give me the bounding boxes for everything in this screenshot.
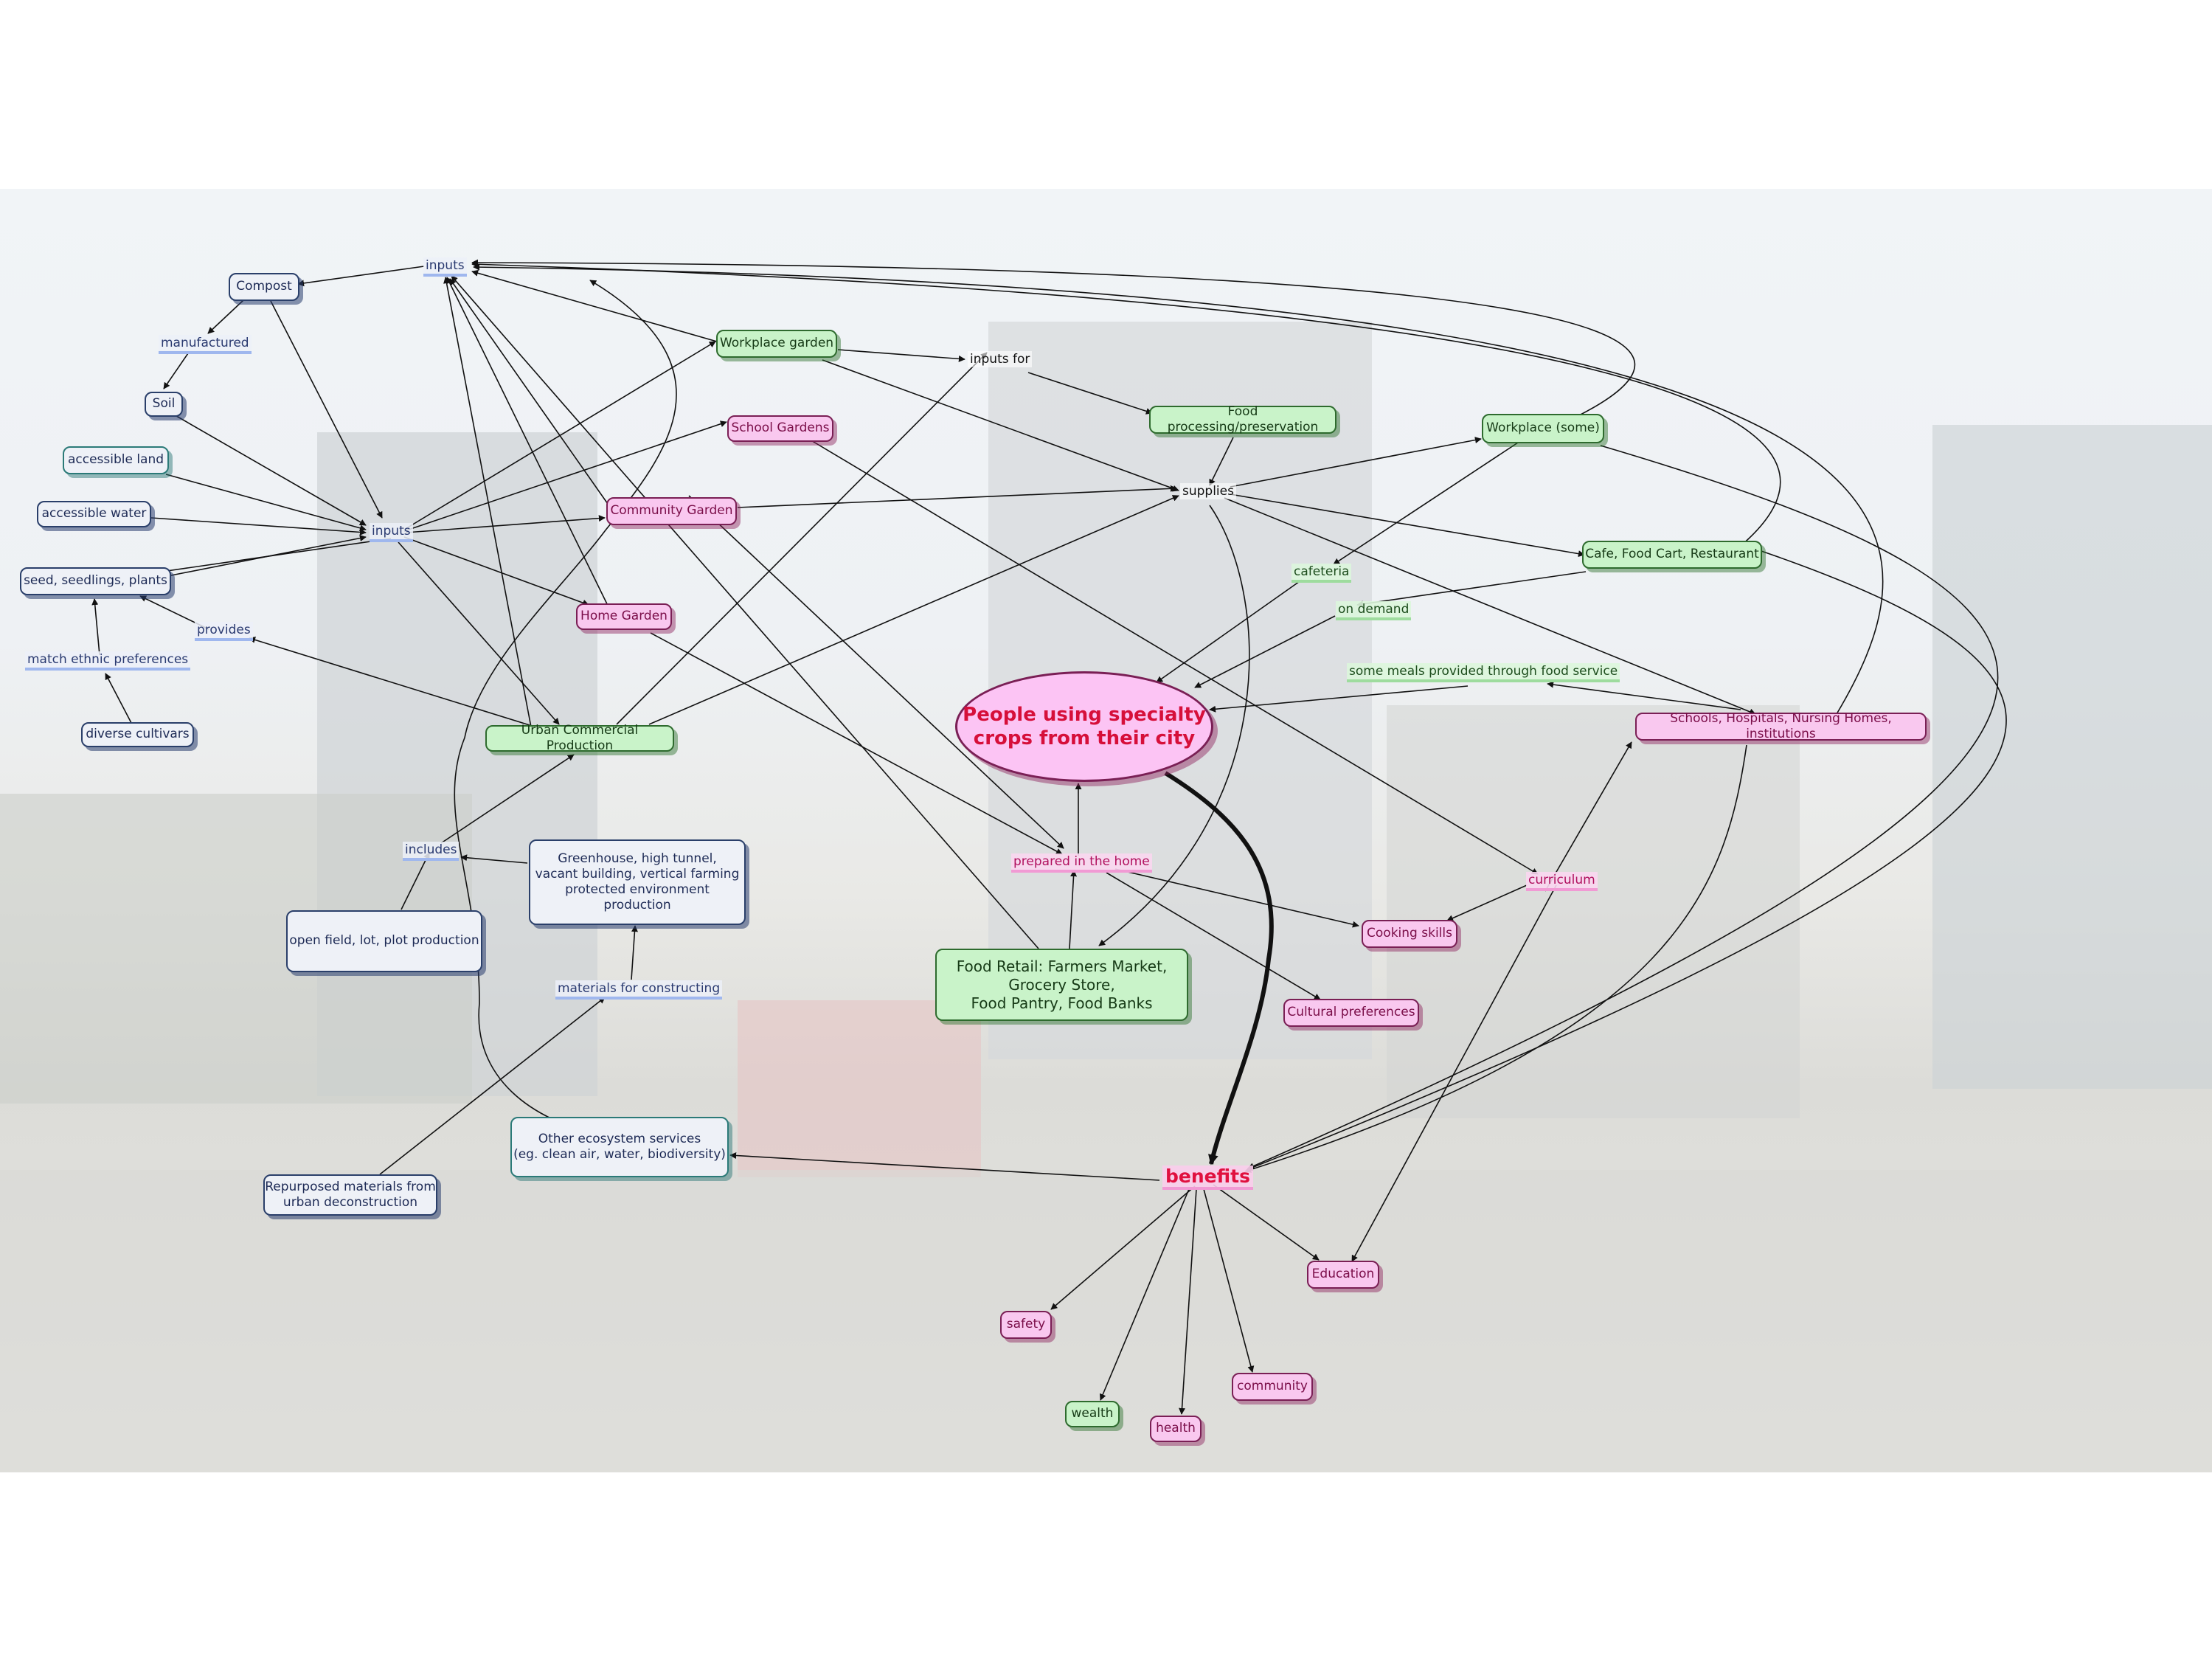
link-label-curriculum: curriculum [1526, 872, 1598, 891]
node-other-ecosystem-services: Other ecosystem services (eg. clean air,… [510, 1117, 729, 1177]
link-label-manufactured: manufactured [159, 335, 252, 354]
link-label-inputs: inputs [423, 257, 467, 277]
link-label-some-meals: some meals provided through food service [1347, 663, 1620, 682]
node-seed-seedlings-plants: seed, seedlings, plants [20, 567, 171, 595]
node-repurposed-materials: Repurposed materials from urban deconstr… [263, 1174, 437, 1216]
link-label-supplies: supplies [1180, 483, 1236, 499]
node-home-garden: Home Garden [576, 603, 672, 630]
node-open-field-production: open field, lot, plot production [286, 910, 482, 972]
node-education: Education [1307, 1261, 1379, 1289]
link-label-prepared-in-the-home: prepared in the home [1011, 853, 1152, 873]
node-greenhouse-protected-production: Greenhouse, high tunnel, vacant building… [529, 839, 746, 925]
link-label-cafeteria: cafeteria [1292, 564, 1352, 583]
node-schools-hospitals-institutions: Schools, Hospitals, Nursing Homes, insti… [1635, 711, 1927, 741]
node-school-gardens: School Gardens [727, 415, 833, 442]
node-workplace-garden: Workplace garden [716, 330, 837, 358]
node-community-garden: Community Garden [606, 497, 737, 525]
node-food-processing-preservation: Food processing/preservation [1149, 404, 1336, 434]
link-label-inputs-for: inputs for [968, 351, 1033, 367]
link-label-provides: provides [195, 622, 253, 641]
node-soil: Soil [145, 392, 183, 417]
node-wealth: wealth [1065, 1401, 1120, 1427]
node-community: community [1232, 1373, 1313, 1401]
node-food-retail: Food Retail: Farmers Market, Grocery Sto… [935, 949, 1188, 1021]
link-label-includes: includes [403, 842, 460, 861]
background-building [1387, 705, 1800, 1118]
background-bus [738, 1000, 981, 1177]
node-health: health [1150, 1416, 1202, 1442]
node-benefits: benefits [1162, 1166, 1253, 1190]
link-label-on-demand: on demand [1336, 601, 1412, 620]
link-label-inputs: inputs [370, 523, 413, 542]
central-concept-people-using-specialty-crops: People using specialty crops from their … [955, 671, 1213, 782]
link-label-materials-for-constructing: materials for constructing [555, 980, 723, 1000]
node-cultural-preferences: Cultural preferences [1283, 999, 1419, 1027]
node-cafe-food-cart-restaurant: Cafe, Food Cart, Restaurant [1582, 541, 1762, 569]
link-label-match-ethnic-preferences: match ethnic preferences [25, 651, 191, 671]
node-workplace-some: Workplace (some) [1482, 414, 1604, 443]
node-compost: Compost [229, 273, 299, 301]
node-cooking-skills: Cooking skills [1362, 920, 1457, 948]
node-urban-commercial-production: Urban Commercial Production [485, 723, 674, 753]
node-safety: safety [1000, 1311, 1052, 1339]
node-accessible-water: accessible water [37, 501, 151, 527]
node-diverse-cultivars: diverse cultivars [81, 722, 194, 747]
background-building [1932, 425, 2212, 1089]
node-accessible-land: accessible land [63, 446, 169, 474]
